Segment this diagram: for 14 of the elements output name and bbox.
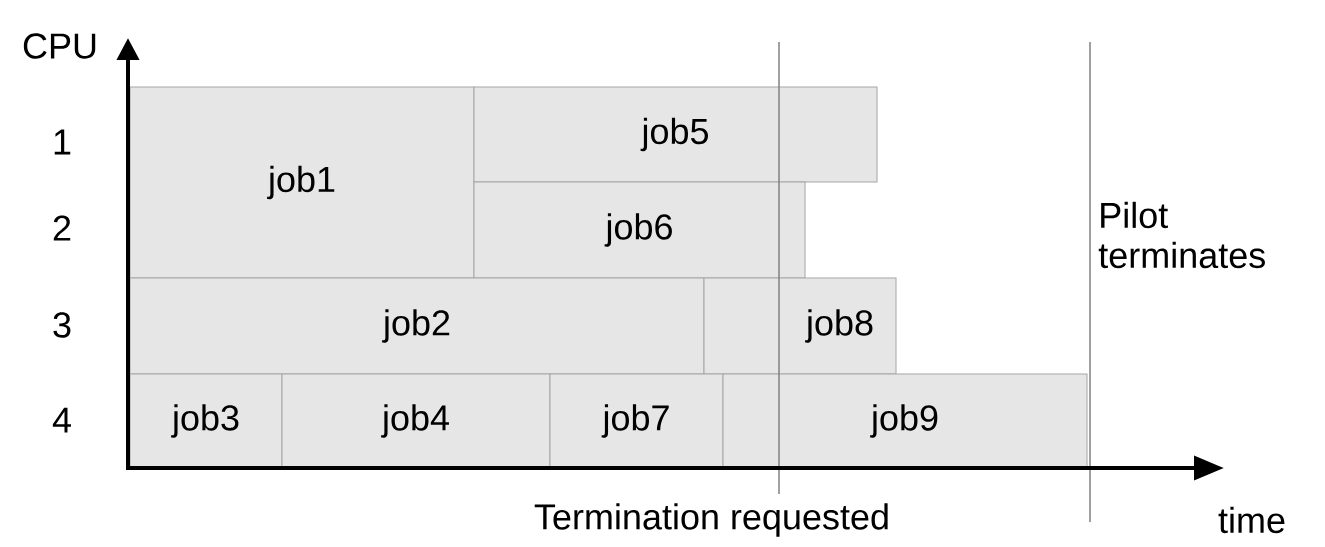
axis-label: CPU (23, 33, 96, 59)
job-bar: job5 (473, 86, 878, 183)
job-bar: job8 (703, 277, 897, 375)
marker-label: Pilot terminates (1098, 201, 1265, 269)
cpu-number: 3 (53, 312, 71, 338)
cpu-number: 1 (54, 129, 71, 155)
job-bar: job3 (129, 373, 283, 469)
axis-label: time (1218, 506, 1285, 534)
cpu-number: 2 (53, 215, 71, 241)
job-bar: job7 (549, 373, 724, 469)
job-bar: job4 (281, 373, 551, 469)
marker-label: Termination requested (534, 503, 888, 537)
cpu-number: 4 (52, 407, 71, 433)
job-bar: job6 (473, 181, 806, 279)
